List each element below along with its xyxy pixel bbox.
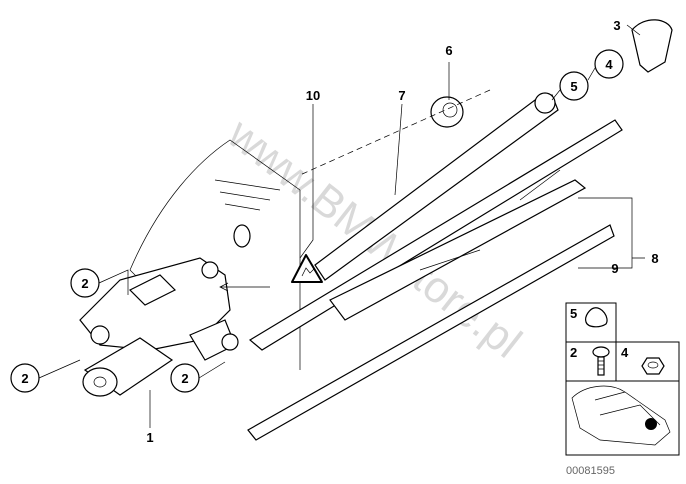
- callout-9: 9: [611, 261, 618, 276]
- drawing-code: 00081595: [566, 465, 615, 477]
- callout-7: 7: [398, 88, 405, 103]
- hardware-inset: 5 2 4: [565, 302, 680, 456]
- car-location-icon: [571, 385, 671, 446]
- legend-4: 4: [621, 345, 629, 360]
- callout-2-left-label: 2: [21, 371, 28, 386]
- callout-10: 10: [306, 88, 320, 103]
- legend-2: 2: [570, 345, 577, 360]
- warning-label: [291, 254, 323, 283]
- callout-2-right-label: 2: [181, 371, 188, 386]
- washer-icon: [585, 307, 608, 328]
- callout-4: 4: [594, 49, 624, 79]
- callout-5: 5: [559, 71, 589, 101]
- callout-2-right: 2: [170, 363, 200, 393]
- leader-lines: [38, 24, 645, 428]
- callout-2-left: 2: [10, 363, 40, 393]
- wiper-motor: [79, 257, 239, 397]
- arm-pivot: [534, 92, 556, 114]
- callout-5-label: 5: [570, 79, 577, 94]
- callout-2-upper-label: 2: [81, 276, 88, 291]
- legend-5: 5: [570, 306, 577, 321]
- callout-1: 1: [146, 430, 153, 445]
- wiper-blade: [248, 119, 623, 351]
- callout-3: 3: [613, 18, 620, 33]
- callout-2-upper: 2: [70, 268, 100, 298]
- callout-8: 8: [651, 251, 658, 266]
- wiper-cap: [631, 19, 673, 73]
- grommet: [430, 96, 464, 128]
- callout-6: 6: [445, 43, 452, 58]
- nut-icon: [641, 357, 665, 375]
- wiper-rubber: [247, 224, 615, 441]
- callout-4-label: 4: [605, 57, 613, 72]
- screw-icon: [592, 346, 610, 376]
